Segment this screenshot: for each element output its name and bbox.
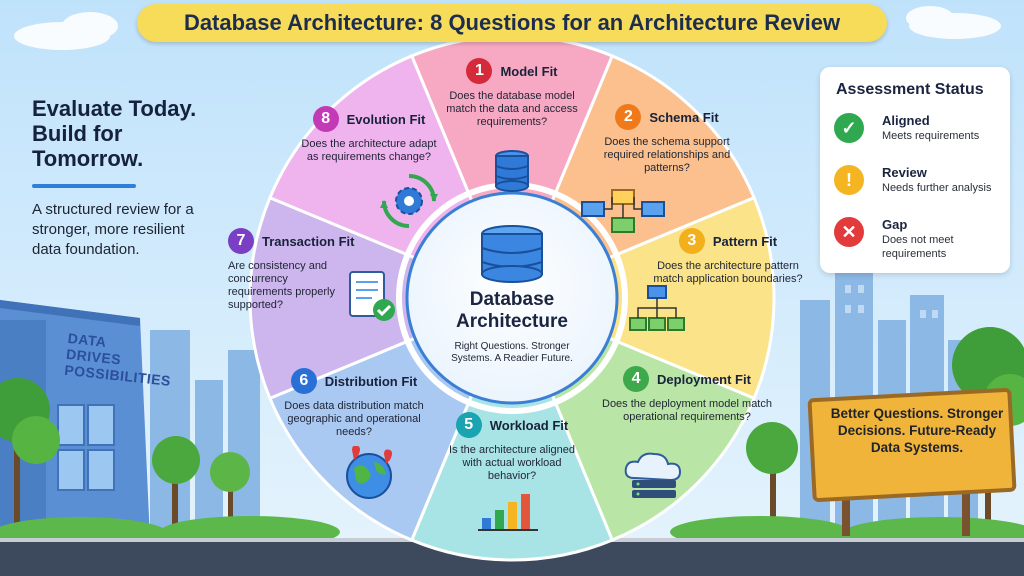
pattern-tree-icon	[629, 285, 685, 331]
question-text: Does the database model match the data a…	[446, 90, 578, 128]
question-6-distribution-fit: 6 Distribution Fit Does data distribution…	[268, 368, 440, 439]
question-7-transaction-fit: 7 Transaction Fit Are consistency and con…	[228, 228, 354, 312]
question-title: Workload Fit	[489, 417, 569, 433]
wheel-segment-5	[409, 294, 615, 562]
question-text: Does the architecture adapt as requireme…	[301, 138, 437, 163]
gear-cycle-icon	[380, 174, 438, 228]
assessment-status-panel: Assessment Status ✓ Aligned Meets requir…	[820, 67, 1010, 273]
question-title: Evolution Fit	[346, 111, 426, 127]
question-title: Pattern Fit	[712, 233, 778, 249]
status-panel-title: Assessment Status	[836, 81, 984, 98]
question-text: Does the deployment model match operatio…	[602, 398, 772, 423]
status-name: Review	[882, 165, 927, 180]
number-badge: 4	[623, 366, 650, 392]
question-text: Does the schema support required relatio…	[603, 136, 731, 174]
wheel-segment-3	[508, 195, 776, 401]
question-text: Are consistency and concurrency requirem…	[228, 260, 335, 311]
check-icon: ✓	[834, 113, 864, 143]
question-1-model-fit: 1 Model Fit Does the database model match…	[441, 58, 583, 129]
status-desc: Needs further analysis	[882, 182, 992, 194]
status-name: Gap	[882, 217, 908, 232]
status-item-review: ! Review Needs further analysis	[834, 165, 1009, 205]
number-badge: 3	[678, 228, 705, 254]
question-4-deployment-fit: 4 Deployment Fit Does the deployment mode…	[602, 366, 772, 424]
center-database-icon	[481, 225, 543, 283]
database-icon	[495, 150, 529, 192]
question-text: Does data distribution match geographic …	[284, 400, 424, 438]
question-title: Deployment Fit	[657, 371, 751, 387]
center-subtitle: Right Questions. Stronger Systems. A Rea…	[451, 341, 573, 364]
x-icon: ✕	[834, 217, 864, 247]
globe-icon	[346, 446, 392, 499]
number-badge: 2	[615, 104, 642, 130]
schema-diagram-icon	[581, 189, 665, 233]
question-8-evolution-fit: 8 Evolution Fit Does the architecture ada…	[300, 106, 438, 164]
document-check-icon	[349, 271, 395, 321]
cloud-server-icon	[624, 452, 682, 498]
question-text: Is the architecture aligned with actual …	[449, 444, 575, 482]
number-badge: 8	[312, 106, 339, 132]
left-headline: Evaluate Today. Build for Tomorrow.	[32, 96, 197, 171]
number-badge: 1	[466, 58, 493, 84]
status-item-gap: ✕ Gap Does not meet requirements	[834, 217, 1009, 260]
question-text: Does the architecture pattern match appl…	[653, 260, 803, 285]
question-title: Model Fit	[500, 63, 558, 79]
status-desc: Meets requirements	[882, 130, 980, 142]
left-subtitle: A structured review for a stronger, more…	[32, 201, 194, 258]
number-badge: 7	[228, 228, 254, 254]
question-2-schema-fit: 2 Schema Fit Does the schema support requ…	[592, 104, 742, 175]
center-title: Database Architecture	[456, 289, 568, 332]
status-name: Aligned	[882, 113, 930, 128]
title-banner: Database Architecture: 8 Questions for a…	[137, 4, 887, 42]
number-badge: 6	[290, 368, 317, 394]
page-title: Database Architecture: 8 Questions for a…	[183, 10, 841, 35]
number-badge: 5	[455, 412, 482, 438]
question-title: Schema Fit	[649, 109, 719, 125]
question-3-pattern-fit: 3 Pattern Fit Does the architecture patte…	[648, 228, 808, 286]
question-5-workload-fit: 5 Workload Fit Is the architecture aligne…	[442, 412, 582, 483]
bar-chart-icon	[478, 494, 538, 531]
signboard-text: Better Questions. Stronger Decisions. Fu…	[830, 406, 1004, 455]
question-title: Distribution Fit	[324, 373, 418, 389]
status-desc: Does not meet requirements	[882, 234, 954, 260]
question-title: Transaction Fit	[262, 233, 355, 249]
headline-divider	[32, 184, 136, 188]
status-item-aligned: ✓ Aligned Meets requirements	[834, 113, 1009, 153]
building-sign-text: DATA DRIVES POSSIBILITIES	[63, 329, 172, 389]
exclamation-icon: !	[834, 165, 864, 195]
